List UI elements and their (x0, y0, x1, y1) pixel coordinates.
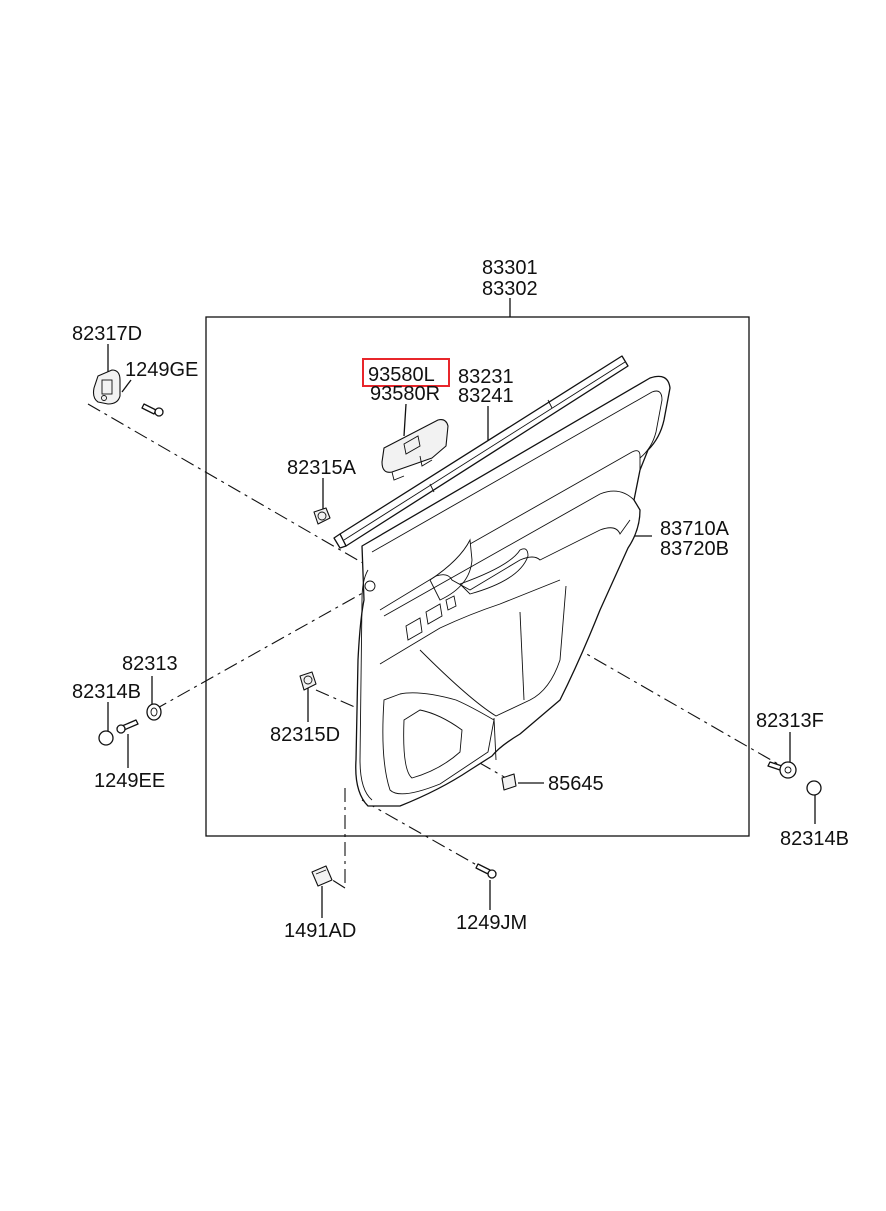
grommet-82313-part (146, 703, 162, 721)
screw-1249jm-part (475, 863, 497, 879)
cap-82314b-left-part (98, 730, 114, 746)
clip-85645-part (501, 773, 517, 791)
cap-82314b-right-part (806, 780, 822, 796)
label-82317d: 82317D (72, 323, 142, 345)
label-82314b-left: 82314B (72, 681, 141, 703)
screw-1249ge-part (141, 403, 164, 417)
label-82315a: 82315A (287, 457, 357, 479)
label-1249ee: 1249EE (94, 770, 165, 792)
label-82313: 82313 (122, 653, 178, 675)
label-93580r: 93580R (370, 383, 440, 405)
label-93580l: 93580L (368, 364, 435, 386)
label-83241: 83241 (458, 385, 514, 407)
clip-1491ad-part (311, 865, 333, 887)
label-1491ad: 1491AD (284, 920, 356, 942)
clip-82315d-part (299, 671, 317, 691)
label-83231: 83231 (458, 366, 514, 388)
highlight-box (362, 358, 450, 387)
label-85645: 85645 (548, 773, 604, 795)
screw-82313f-part (767, 761, 797, 779)
label-83302: 83302 (482, 278, 538, 300)
screw-1249ee-part (116, 719, 139, 734)
window-switch-part (381, 419, 449, 481)
label-82313f: 82313F (756, 710, 824, 732)
label-83720b: 83720B (660, 538, 729, 560)
leader-lines (107, 298, 816, 918)
label-82314b-right: 82314B (780, 828, 849, 850)
label-1249jm: 1249JM (456, 912, 527, 934)
label-1249ge: 1249GE (125, 359, 198, 381)
label-83710a: 83710A (660, 518, 730, 540)
label-83301: 83301 (482, 257, 538, 279)
weatherstrip-part (333, 355, 629, 549)
label-82315d: 82315D (270, 724, 340, 746)
clip-82315a-part (313, 507, 331, 525)
door-trim-panel (355, 375, 671, 807)
assembly-frame (205, 316, 750, 837)
part-labels: 83301 83302 82317D 1249GE 93580L 93580R … (72, 257, 849, 942)
bracket-82317d-part (92, 369, 121, 405)
